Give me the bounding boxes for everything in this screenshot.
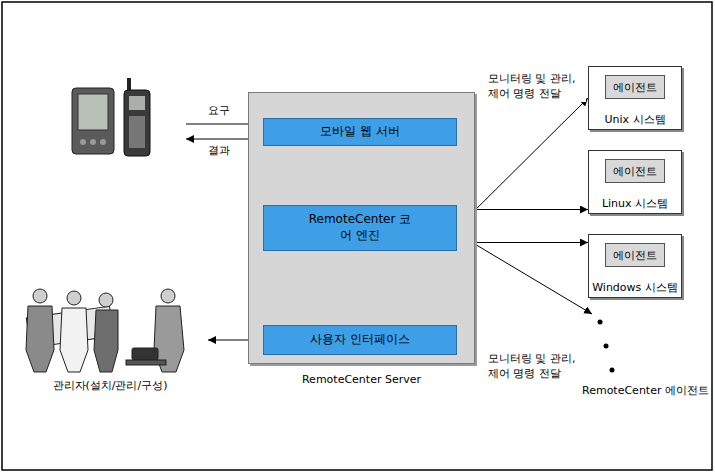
annotation: 모니터링 및 관리, 제어 명령 전달 bbox=[486, 352, 586, 382]
person-head bbox=[67, 291, 81, 305]
administrator-group: 관리자(설치/관리/구성) bbox=[12, 280, 208, 372]
ellipsis-dot bbox=[604, 344, 609, 349]
pda-button bbox=[90, 139, 96, 145]
telephone bbox=[132, 348, 158, 360]
ellipsis-dot bbox=[610, 368, 615, 373]
node-text: 사용자 인터페이스 bbox=[310, 332, 410, 348]
agent-box: 에이전트 bbox=[605, 159, 665, 183]
system-label: Linux 시스템 bbox=[589, 196, 681, 211]
edge-label: 결과 bbox=[206, 144, 232, 159]
process-box: 사용자 인터페이스 bbox=[263, 325, 457, 355]
node-text: 에이전트 bbox=[613, 248, 657, 263]
process-box: RemoteCenter 코어 엔진 bbox=[263, 205, 457, 251]
system-label: Windows 시스템 bbox=[589, 280, 681, 295]
node-text: 관리자(설치/관리/구성) bbox=[2, 378, 218, 393]
person-body bbox=[60, 308, 88, 372]
person-body bbox=[26, 306, 54, 372]
person-body bbox=[94, 310, 118, 372]
node-text: RemoteCenter 코어 엔진 bbox=[305, 212, 415, 243]
pda-body bbox=[72, 88, 114, 154]
node-text: 에이전트 bbox=[613, 80, 657, 95]
connector-arrow bbox=[457, 98, 588, 228]
phone-screen bbox=[129, 96, 145, 110]
system-box: Linux 시스템 에이전트 bbox=[588, 150, 682, 214]
connector-arrow bbox=[457, 209, 588, 210]
pda-screen bbox=[78, 94, 108, 130]
more-agents-arrow bbox=[458, 234, 592, 314]
server-box: RemoteCenter Server모바일 웹 서버RemoteCenter … bbox=[248, 92, 475, 364]
phone-body bbox=[124, 90, 150, 156]
phone-keypad bbox=[129, 116, 145, 148]
node-text: 에이전트 bbox=[613, 164, 657, 179]
person-head bbox=[99, 293, 113, 307]
ellipsis-dot bbox=[598, 320, 603, 325]
edge-label: 요구 bbox=[206, 104, 232, 119]
agent-box: 에이전트 bbox=[605, 75, 665, 99]
annotation: 모니터링 및 관리, 제어 명령 전달 bbox=[486, 72, 586, 102]
system-box: Windows 시스템 에이전트 bbox=[588, 234, 682, 298]
pda-button bbox=[80, 139, 86, 145]
administrators-figure bbox=[26, 289, 184, 372]
agent-box: 에이전트 bbox=[605, 243, 665, 267]
pda-button bbox=[100, 139, 106, 145]
table bbox=[126, 360, 166, 365]
node-text: 모바일 웹 서버 bbox=[320, 124, 400, 140]
system-box: Unix 시스템 에이전트 bbox=[588, 66, 682, 130]
system-label: Unix 시스템 bbox=[589, 112, 681, 127]
person-head bbox=[161, 289, 175, 303]
process-box: 모바일 웹 서버 bbox=[263, 118, 457, 146]
person-head bbox=[33, 289, 47, 303]
node-text: RemoteCenter Server bbox=[249, 373, 474, 386]
group-label: RemoteCenter 에이전트 bbox=[580, 384, 711, 399]
connector-arrow bbox=[457, 242, 588, 243]
